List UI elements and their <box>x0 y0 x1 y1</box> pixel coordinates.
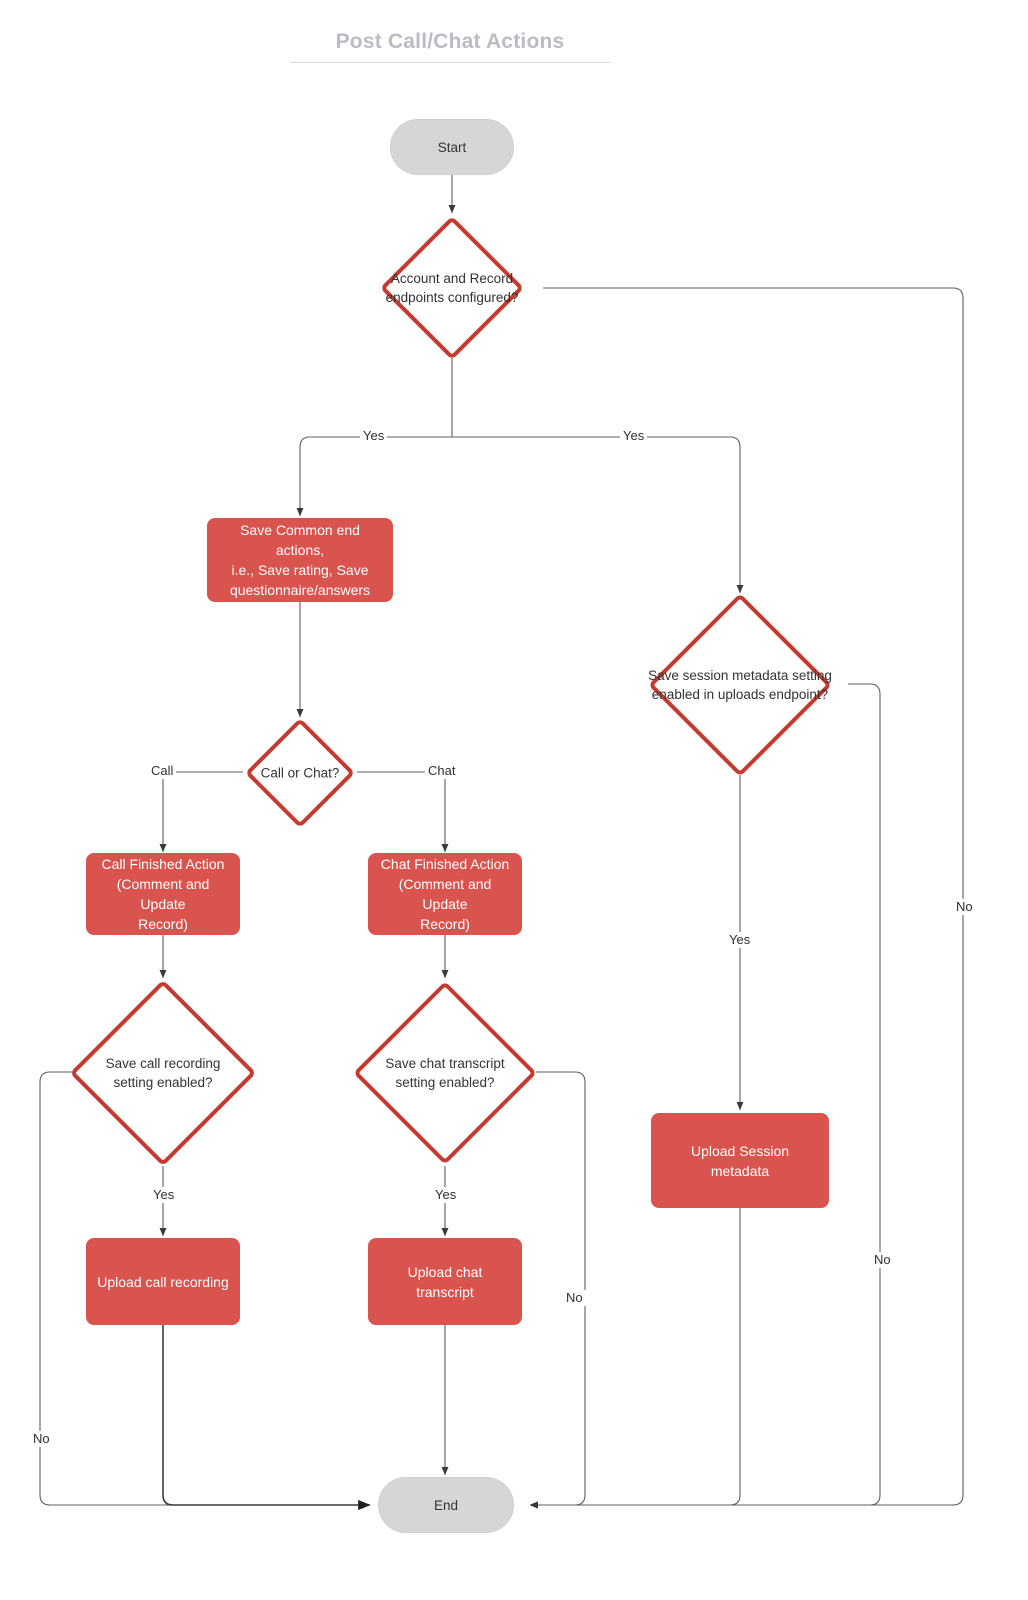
node-decision-save-call-recording[interactable]: Save call recording setting enabled? <box>69 979 257 1167</box>
edge-callorchat-chat <box>357 771 449 853</box>
node-upload-call-recording[interactable]: Upload call recording <box>86 1238 240 1325</box>
edge-label-endpoints-no: No <box>953 899 976 915</box>
label-line-3: Record) <box>138 916 188 932</box>
edge-label-call-recording-no: No <box>30 1431 53 1447</box>
node-upload-session-metadata[interactable]: Upload Session metadata <box>651 1113 829 1208</box>
diagram-title-block: Post Call/Chat Actions <box>290 28 610 63</box>
node-decision-endpoints-configured[interactable]: Account and Record endpoints configured? <box>361 215 543 361</box>
diamond-shape <box>244 717 356 829</box>
diamond-shape <box>353 981 537 1165</box>
node-decision-save-chat-transcript[interactable]: Save chat transcript setting enabled? <box>353 980 537 1166</box>
node-end-label: End <box>433 1497 459 1513</box>
node-save-common-end-actions[interactable]: Save Common end actions, i.e., Save rati… <box>207 518 393 602</box>
node-call-finished-action[interactable]: Call Finished Action (Comment and Update… <box>86 853 240 935</box>
node-end[interactable]: End <box>378 1477 514 1533</box>
label-line-1: Call Finished Action <box>101 856 225 872</box>
edge-endpoints-no-to-end <box>529 287 964 1509</box>
label-line-1: Save Common end actions, <box>240 522 360 558</box>
node-upload-session-metadata-label: Upload Session metadata <box>690 1142 790 1179</box>
edge-label-endpoints-yes-right: Yes <box>620 428 648 444</box>
label-line-1: Chat Finished Action <box>380 856 510 872</box>
node-start-label: Start <box>437 139 467 155</box>
edge-label-chat-branch: Chat <box>425 763 459 779</box>
title-underline <box>290 62 610 63</box>
edge-sessionmeta-no-to-end <box>529 683 881 1509</box>
label-line-2: (Comment and Update <box>116 876 210 912</box>
node-upload-call-recording-label: Upload call recording <box>97 1273 229 1290</box>
node-call-finished-label: Call Finished Action (Comment and Update… <box>96 854 230 934</box>
edge-endpoints-yes-right <box>452 436 744 594</box>
edge-label-chat-transcript-no: No <box>563 1290 586 1306</box>
node-chat-finished-label: Chat Finished Action (Comment and Update… <box>378 854 512 934</box>
label-line-3: Record) <box>420 916 470 932</box>
label-line-3: questionnaire/answers <box>229 582 371 598</box>
edge-uploadcall-to-end <box>162 1325 371 1511</box>
edge-callorchat-call <box>159 771 243 853</box>
edge-transcript-no-to-end <box>529 1071 586 1509</box>
node-save-common-label: Save Common end actions, i.e., Save rati… <box>217 520 383 600</box>
node-decision-call-or-chat[interactable]: Call or Chat? <box>241 717 359 829</box>
edge-label-call-branch: Call <box>148 763 177 779</box>
edge-label-call-recording-yes: Yes <box>150 1187 178 1203</box>
diamond-shape <box>379 215 525 361</box>
label-line-2: i.e., Save rating, Save <box>231 562 369 578</box>
edge-label-session-metadata-no: No <box>871 1252 894 1268</box>
edge-label-chat-transcript-yes: Yes <box>432 1187 460 1203</box>
edge-uploadsession-to-end <box>529 1207 741 1509</box>
node-upload-chat-transcript[interactable]: Upload chat transcript <box>368 1238 522 1325</box>
edge-endpoints-yes-left <box>296 436 452 517</box>
node-start[interactable]: Start <box>390 119 514 175</box>
diamond-shape <box>648 593 832 777</box>
label-line-2: (Comment and Update <box>398 876 492 912</box>
edge-label-session-metadata-yes: Yes <box>726 932 754 948</box>
node-upload-chat-transcript-label: Upload chat transcript <box>407 1263 483 1300</box>
node-decision-save-session-metadata[interactable]: Save session metadata setting enabled in… <box>632 593 848 777</box>
node-chat-finished-action[interactable]: Chat Finished Action (Comment and Update… <box>368 853 522 935</box>
page-title: Post Call/Chat Actions <box>335 30 565 53</box>
diamond-shape <box>69 979 257 1167</box>
edge-label-endpoints-yes-left: Yes <box>360 428 388 444</box>
